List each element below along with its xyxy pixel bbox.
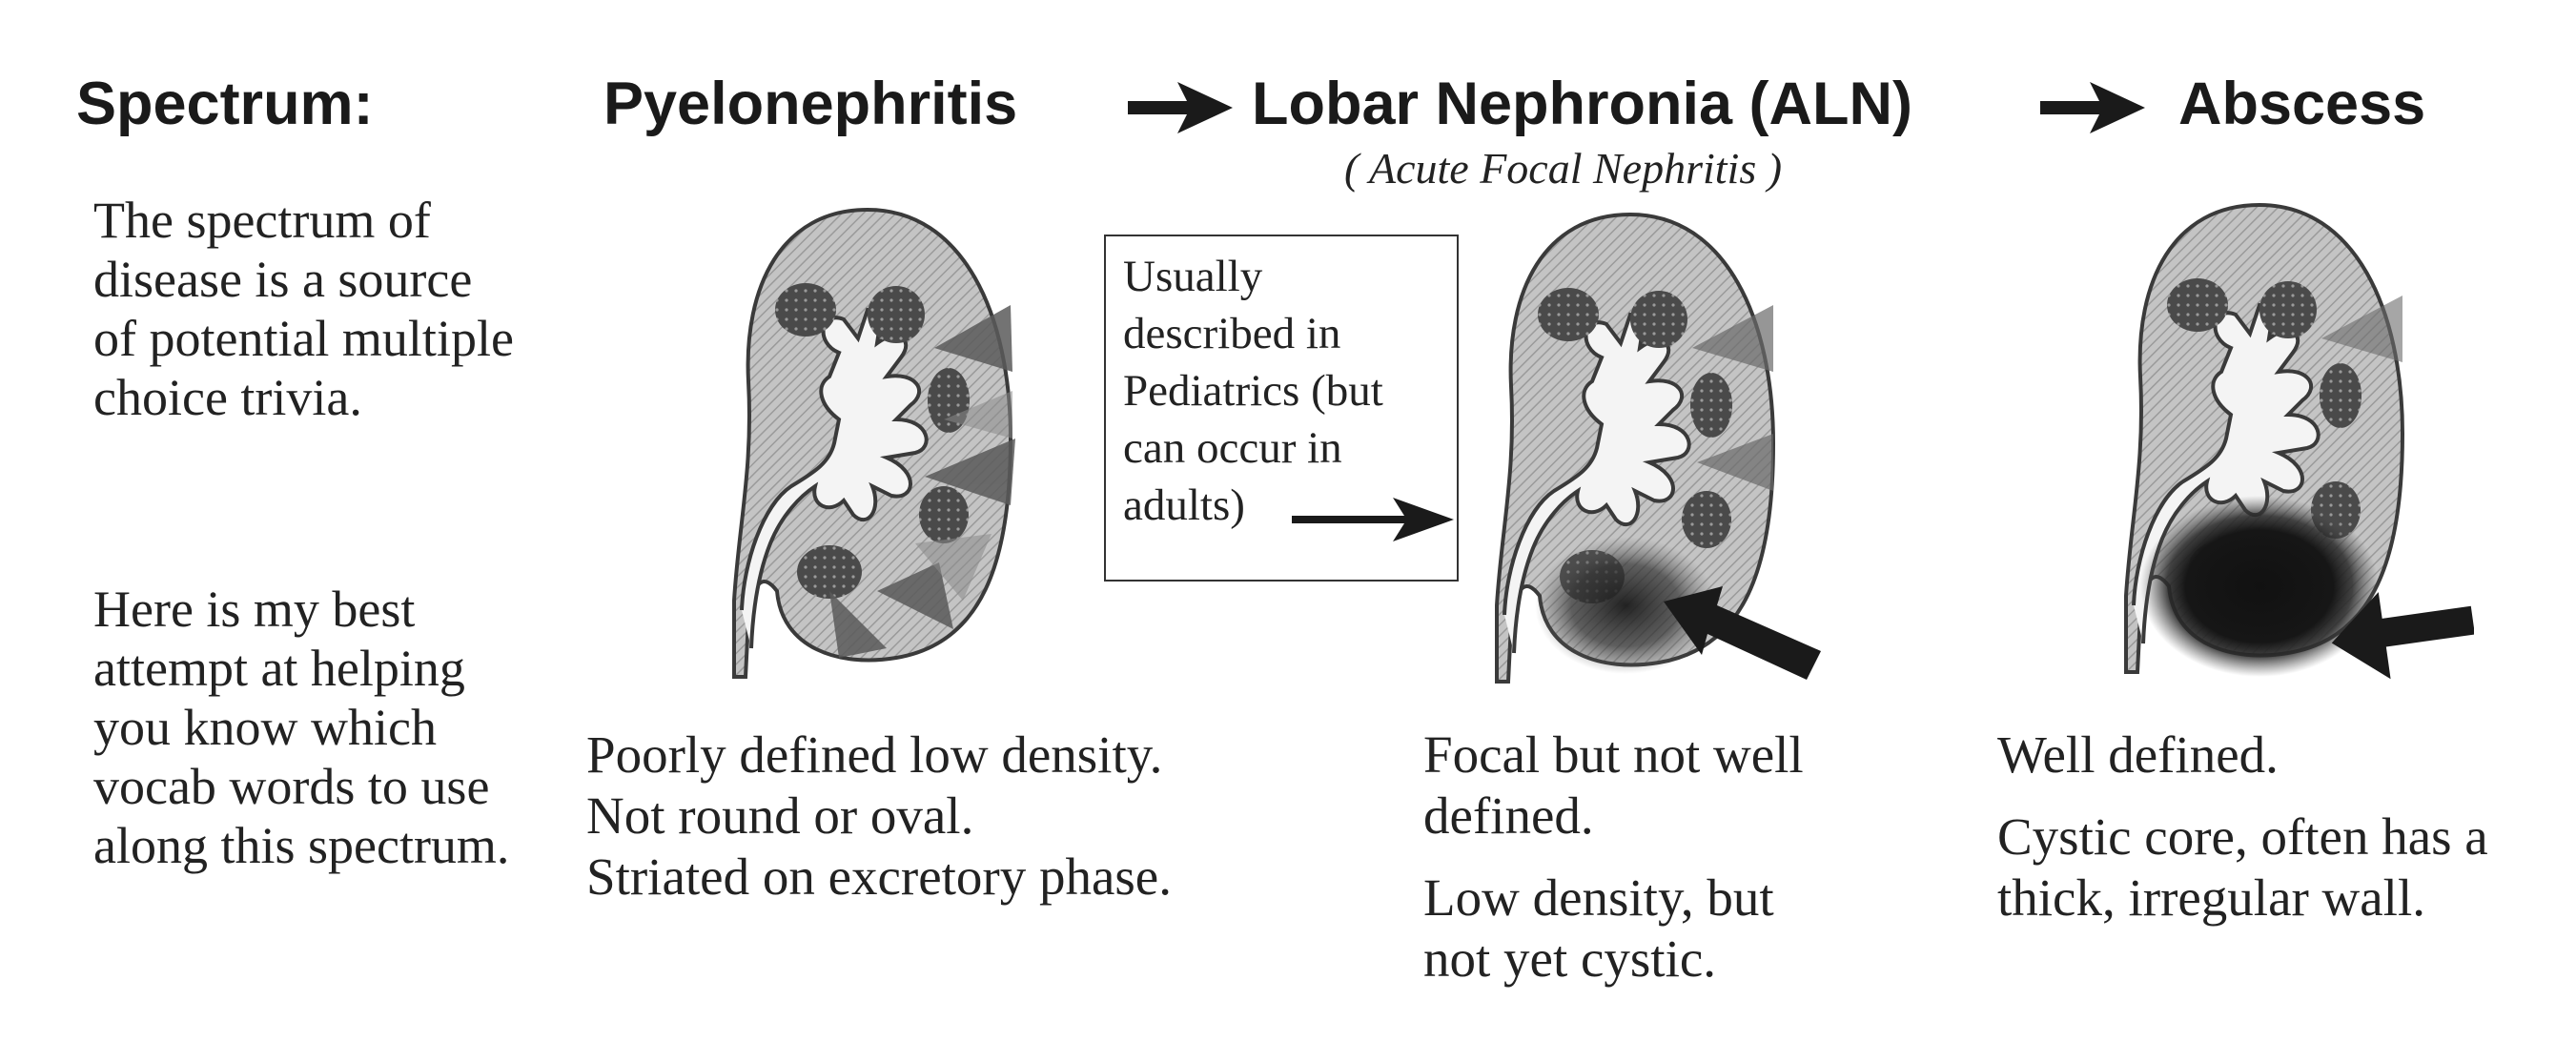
caption-line: Striated on excretory phase.: [586, 847, 1172, 906]
caption-pyelonephritis: Poorly defined low density. Not round or…: [586, 725, 1254, 908]
caption-line: Low density, but not yet cystic.: [1423, 868, 1774, 988]
spectrum-label: Spectrum:: [76, 71, 374, 137]
stage-lobar-nephronia-title: Lobar Nephronia (ALN): [1252, 71, 1912, 137]
note-box-pediatrics: Usually described in Pediatrics (but can…: [1104, 235, 1459, 582]
intro-paragraph: The spectrum of disease is a source of p…: [93, 192, 514, 426]
subtitle-acute-focal-nephritis: ( Acute Focal Nephritis ): [1344, 144, 1783, 193]
caption-lobar-nephronia: Focal but not well defined. Low density,…: [1423, 725, 1833, 990]
caption-abscess: Well defined. Cystic core, often has a t…: [1997, 725, 2493, 929]
intro-paragraph-2: Here is my best attempt at helping you k…: [93, 581, 510, 874]
kidney-icon-abscess: [2112, 195, 2426, 682]
right-arrow-icon: [1128, 82, 1233, 133]
caption-line: Focal but not well defined.: [1423, 725, 1804, 845]
caption-line: Poorly defined low density.: [586, 725, 1163, 784]
arrow-pointing-lesion-icon: [1664, 586, 1821, 691]
kidney-icon-pyelonephritis: [725, 200, 1030, 686]
kidney-icon-lobar-nephronia: [1487, 205, 1792, 691]
arrow-pointing-lesion-icon: [2331, 589, 2474, 684]
caption-line: Not round or oval.: [586, 786, 974, 845]
note-text: Usually described in Pediatrics (but can…: [1123, 252, 1383, 530]
right-arrow-icon: [1292, 498, 1454, 541]
stage-pyelonephritis-title: Pyelonephritis: [603, 71, 1018, 137]
caption-line: Well defined.: [1997, 725, 2279, 784]
caption-line: Cystic core, often has a thick, irregula…: [1997, 807, 2488, 927]
right-arrow-icon: [2040, 82, 2145, 133]
stage-abscess-title: Abscess: [2178, 71, 2426, 137]
